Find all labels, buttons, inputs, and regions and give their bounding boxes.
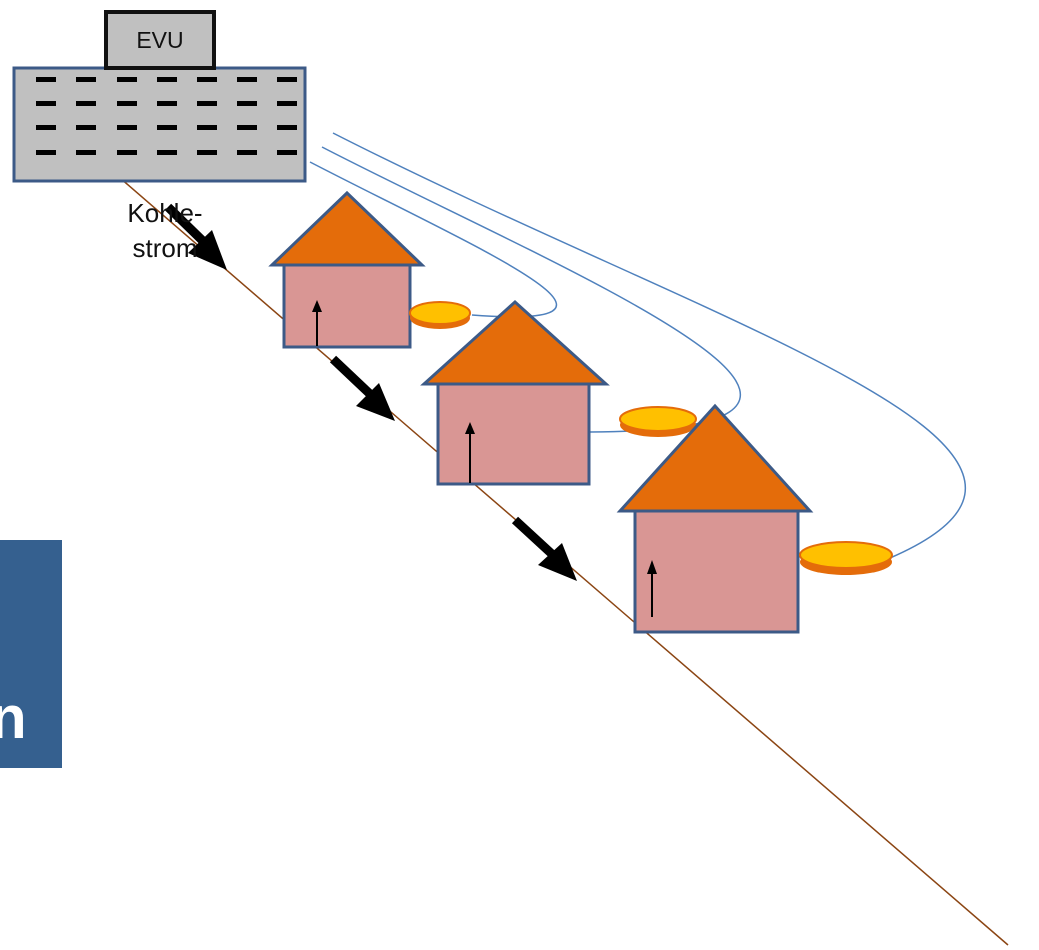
evu-label: EVU	[136, 26, 184, 53]
coin-3	[799, 541, 893, 575]
coal-power-label-line1: Kohle-	[127, 198, 203, 228]
coal-power-label: Kohle- strom	[110, 196, 220, 266]
coin-1	[409, 301, 471, 329]
house-2	[420, 299, 610, 486]
house-1	[268, 190, 426, 349]
flow-arrow-3	[511, 516, 577, 581]
evu-sign	[104, 10, 216, 70]
cable-3	[332, 132, 967, 559]
coal-power-label-line2: strom	[132, 233, 198, 263]
utility-building	[12, 66, 307, 183]
side-panel: n	[0, 540, 62, 768]
flow-arrow-2	[329, 355, 395, 421]
coin-2	[619, 406, 697, 437]
side-panel-text: n	[0, 684, 27, 751]
house-3	[616, 403, 814, 634]
cable-1	[309, 161, 558, 318]
flow-arrow-1	[164, 203, 227, 270]
